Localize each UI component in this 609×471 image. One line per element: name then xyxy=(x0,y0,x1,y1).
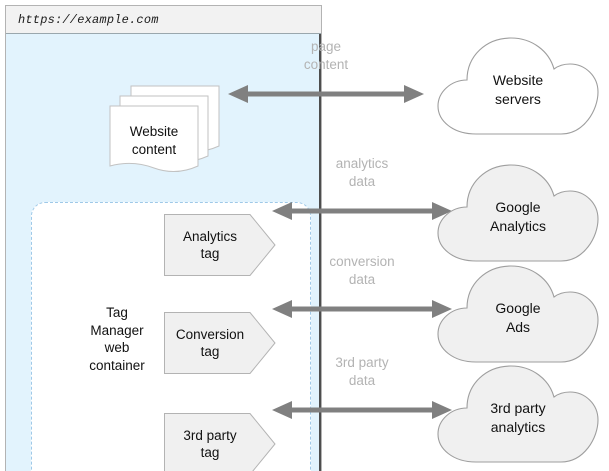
third-party-analytics-cloud-icon xyxy=(437,365,599,463)
website-servers-cloud-icon xyxy=(437,37,599,135)
browser-url-bar[interactable]: https://example.com xyxy=(6,6,321,34)
google-analytics-cloud-icon xyxy=(437,164,599,262)
conversion-data-arrow-icon xyxy=(272,300,452,318)
website-content-svg xyxy=(109,85,220,172)
page-content-arrow-icon xyxy=(228,85,424,103)
analytics-data-arrow-icon xyxy=(272,202,452,220)
url-text: https://example.com xyxy=(18,12,159,27)
conversion-tag-svg xyxy=(164,312,276,374)
document-sheet-front xyxy=(109,105,199,172)
google-ads-cloud-icon xyxy=(437,265,599,363)
analytics-tag-svg xyxy=(164,214,276,276)
third-party-tag-svg xyxy=(164,413,276,471)
third-party-data-arrow-icon xyxy=(272,401,452,419)
